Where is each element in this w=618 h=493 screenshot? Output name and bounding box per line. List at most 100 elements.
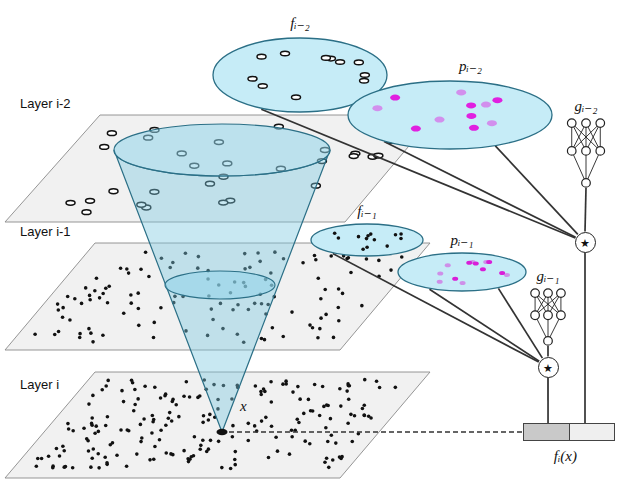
point-dot [365, 257, 369, 261]
point-dot [78, 332, 82, 336]
point-dot [288, 452, 292, 456]
point-dot [365, 237, 369, 241]
point-dot [361, 247, 365, 251]
point-dot [153, 445, 157, 449]
point-dot [84, 286, 88, 290]
point-weight [435, 117, 445, 123]
point-dot [57, 330, 61, 334]
network-icon: gᵢ₋₁ [529, 288, 567, 346]
point-dot [231, 435, 235, 439]
point-dot [35, 464, 39, 468]
label-holder: Layer i [20, 375, 59, 393]
point-dot [347, 397, 351, 401]
point-dot [369, 232, 373, 236]
point-weight [499, 271, 505, 275]
point-dot [313, 254, 317, 258]
point-dot [233, 458, 237, 462]
operator-symbol: ★ [580, 237, 590, 250]
point-ring [248, 77, 257, 82]
point-dot [281, 335, 285, 339]
point-dot [207, 418, 211, 422]
ellipse-shape [347, 80, 553, 150]
point-dot [267, 456, 271, 460]
point-dot [87, 449, 91, 453]
point-dot [104, 384, 108, 388]
point-dot [97, 430, 101, 434]
network-neuron [544, 337, 553, 346]
point-dot [53, 333, 57, 337]
point-dot [325, 457, 329, 461]
point-dot [170, 419, 174, 423]
network-neuron [544, 311, 553, 320]
point-dot [33, 332, 37, 336]
network-neuron [557, 311, 566, 320]
point-dot [78, 336, 82, 340]
point-dot [159, 396, 163, 400]
symbol-label: fᵢ(x) [554, 448, 577, 464]
point-weight [460, 281, 466, 285]
point-dot [363, 414, 367, 418]
feature-vector: fᵢ(x) [523, 423, 615, 441]
point-dot [196, 396, 200, 400]
point-dot [167, 416, 171, 420]
point-dot [316, 336, 320, 340]
point-dot [153, 385, 157, 389]
network-shape [565, 118, 607, 188]
point-dot [136, 397, 140, 401]
point-dot [318, 327, 322, 331]
point-dot [135, 452, 139, 456]
point-dot [281, 382, 285, 386]
layer-label: Layer i-1 [20, 224, 71, 239]
point-dot [378, 386, 382, 390]
ellipse-outline [311, 224, 423, 256]
network-neuron [582, 179, 591, 188]
point-weight [466, 102, 476, 108]
point-weight [437, 280, 443, 284]
point-dot [394, 233, 398, 237]
point-weight [492, 97, 502, 103]
label-holder: pᵢ₋₁ [450, 231, 473, 249]
ellipse-points [372, 89, 502, 131]
vector-segment [524, 424, 570, 440]
point-ring [258, 84, 267, 89]
point-dot [89, 331, 93, 335]
point-dot [341, 292, 345, 296]
point-dot [40, 457, 44, 461]
point-dot [353, 414, 357, 418]
point-dot [362, 403, 366, 407]
point-dot [86, 439, 90, 443]
point-dot [98, 296, 102, 300]
point-dot [97, 466, 101, 470]
point-dot [68, 318, 72, 322]
point-dot [89, 465, 93, 469]
point-dot [336, 306, 340, 310]
point-dot [164, 423, 168, 427]
point-dot [103, 455, 107, 459]
point-dot [326, 404, 330, 408]
point-dot [318, 414, 322, 418]
network-shape [529, 288, 567, 346]
position-ellipse: pᵢ₋₁ [397, 252, 527, 292]
point-dot [323, 288, 327, 292]
point-dot [253, 424, 257, 428]
point-ring [292, 95, 301, 100]
point-dot [337, 287, 341, 291]
network-icon: gᵢ₋₂ [565, 118, 607, 188]
point-weight [456, 89, 466, 95]
point-dot [327, 466, 331, 470]
point-dot [150, 431, 154, 435]
network-link [572, 151, 586, 183]
symbol-label: fᵢ₋₂ [290, 15, 310, 31]
point-dot [80, 302, 84, 306]
network-neuron [582, 147, 591, 156]
symbol-label: gᵢ₋₂ [574, 98, 597, 114]
point-dot [377, 259, 381, 263]
point-dot [202, 414, 206, 418]
label-holder: fᵢ₋₁ [357, 202, 377, 220]
point-dot [105, 461, 109, 465]
ellipse-outline [348, 81, 552, 149]
point-dot [399, 237, 403, 241]
ellipse-shape [397, 252, 527, 292]
label-holder: Layer i-1 [20, 222, 71, 240]
